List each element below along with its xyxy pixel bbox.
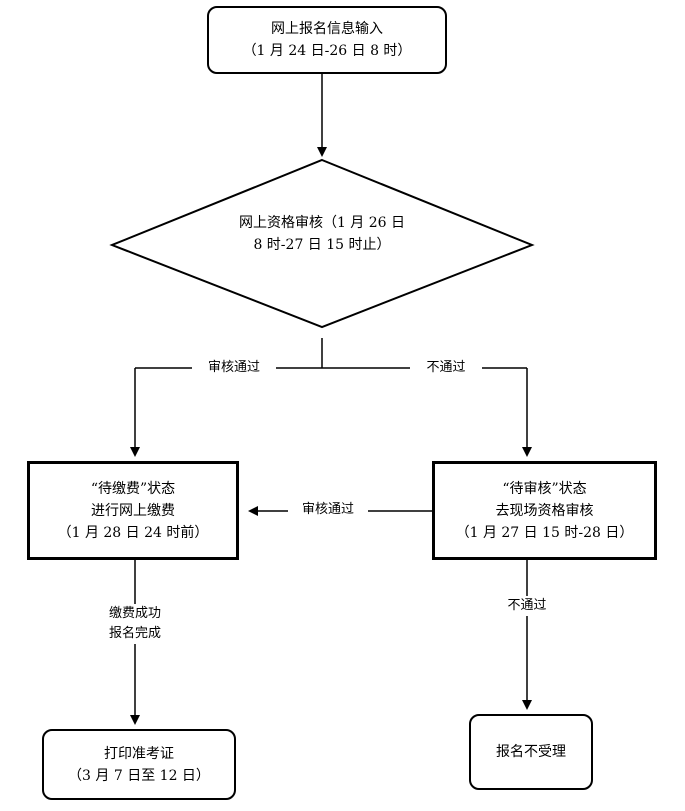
node-print-line1: 打印准考证 — [104, 745, 174, 762]
node-pending-onsite-review: “待审核”状态 去现场资格审核 （1 月 27 日 15 时-28 日） — [432, 461, 657, 560]
label-paid-line1: 缴费成功 — [108, 606, 161, 621]
node-pending-payment: “待缴费”状态 进行网上缴费 （1 月 28 日 24 时前） — [27, 461, 239, 560]
node-review-line1: 网上资格审核（1 月 26 日 — [238, 215, 406, 231]
label-payment-complete: 缴费成功 报名完成 — [92, 604, 178, 644]
node-reject-line1: 报名不受理 — [496, 744, 566, 760]
node-input-line2: （1 月 24 日-26 日 8 时） — [242, 43, 412, 59]
label-fail-onsite: 不通过 — [493, 596, 561, 616]
review-diamond — [109, 158, 535, 329]
node-input-line1: 网上报名信息输入 — [271, 21, 383, 37]
label-fail-right: 不通过 — [410, 358, 482, 378]
node-online-qualification-review: 网上资格审核（1 月 26 日 8 时-27 日 15 时止） — [212, 208, 432, 260]
node-online-registration-input: 网上报名信息输入 （1 月 24 日-26 日 8 时） — [207, 6, 447, 74]
label-pass-onsite: 审核通过 — [288, 500, 368, 520]
node-print-admission-ticket: 打印准考证 （3 月 7 日至 12 日） — [42, 729, 236, 800]
node-print-line2: （3 月 7 日至 12 日） — [68, 767, 210, 784]
node-pay-line2: 进行网上缴费 — [91, 502, 175, 519]
node-pay-line3: （1 月 28 日 24 时前） — [57, 524, 209, 541]
node-pay-line1: “待缴费”状态 — [90, 480, 176, 497]
node-pending-line3: （1 月 27 日 15 时-28 日） — [455, 524, 634, 541]
node-review-line2: 8 时-27 日 15 时止） — [253, 237, 391, 253]
label-paid-line2: 报名完成 — [108, 626, 161, 641]
node-pending-line2: 去现场资格审核 — [495, 502, 594, 519]
node-pending-line1: “待审核”状态 — [502, 480, 587, 497]
label-pass-left: 审核通过 — [192, 358, 276, 378]
node-registration-rejected: 报名不受理 — [469, 714, 593, 790]
